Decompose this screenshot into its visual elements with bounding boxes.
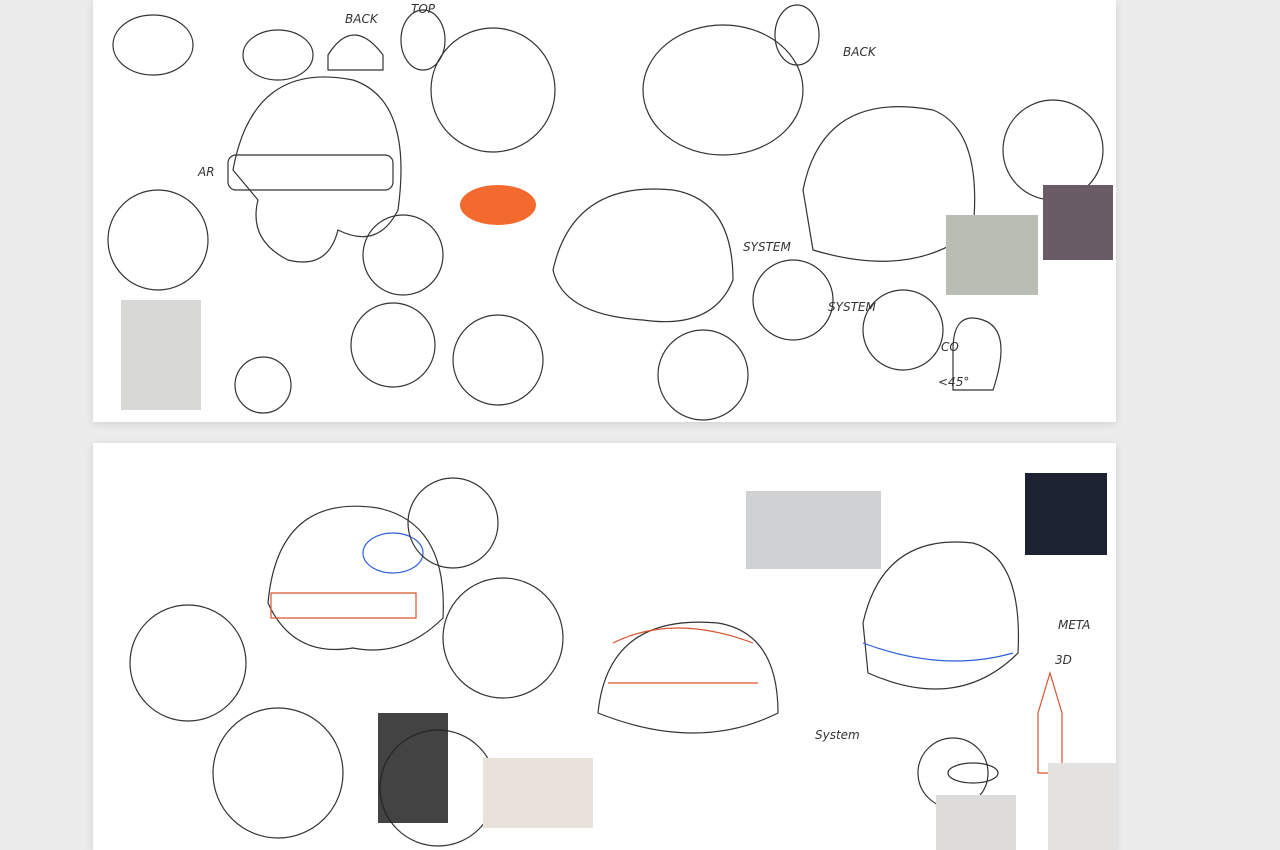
- sketch-main-helmet-ar: [232, 76, 402, 263]
- sketch-sheet-bottom: META 3D System: [93, 443, 1116, 850]
- helmet-sketches-bottom: [129, 477, 1063, 847]
- label-co: CO: [941, 340, 959, 354]
- sketch-detail-circle: [642, 24, 804, 156]
- sketch-center-helmet: [552, 188, 734, 323]
- sketch-ar-visor: [227, 154, 394, 191]
- sketch-right-helmet: [802, 106, 976, 262]
- label-system: System: [815, 728, 860, 742]
- label-angle: <45°: [938, 375, 970, 389]
- sketch-detail-circle: [430, 27, 556, 153]
- reference-photo-buckle: [378, 713, 448, 823]
- sketch-helmet-small: [242, 29, 314, 81]
- reference-photo-green-helmet: [946, 215, 1038, 295]
- sketch-planet: [947, 762, 999, 784]
- sketch-detail-circle: [234, 356, 292, 414]
- orange-helmet-photo: [460, 185, 536, 225]
- label-meta: META: [1058, 618, 1091, 632]
- sketch-face-system: [752, 259, 834, 341]
- sketch-small-helmet: [774, 4, 820, 66]
- sketch-detail-circle: [442, 577, 564, 699]
- sketch-character-helmet: [267, 505, 444, 651]
- sketch-blue-visor: [362, 532, 424, 574]
- sketch-detail-circle: [862, 289, 944, 371]
- sketch-detail-circle: [212, 707, 344, 839]
- sketch-red-grid: [608, 627, 758, 684]
- sketch-detail-circle: [107, 189, 209, 291]
- reference-photo-rockets: [1048, 763, 1116, 850]
- label-back: BACK: [345, 12, 378, 26]
- sketch-side-profile: [952, 317, 1002, 391]
- sketch-blue-lines: [862, 642, 1014, 662]
- sketch-detail-circle: [362, 214, 444, 296]
- reference-photo-robot: [1025, 473, 1107, 555]
- label-top: TOP: [411, 2, 436, 16]
- reference-photo-toys: [936, 795, 1016, 850]
- sketch-helmet-top-view: [112, 14, 194, 76]
- sketch-helmet-back: [327, 34, 384, 71]
- sketch-helmet-top: [400, 9, 446, 71]
- reference-photo-ar-headset: [746, 491, 881, 569]
- label-ar: AR: [198, 165, 215, 179]
- label-3d: 3D: [1055, 653, 1072, 667]
- sketch-sheet-top: AR BACK TOP BACK SYSTEM SYSTEM CO <45°: [93, 0, 1116, 422]
- sketch-detail-circle: [657, 329, 749, 421]
- sketch-cap-helmet: [597, 621, 779, 734]
- helmet-parts-photo: [121, 300, 201, 410]
- sketch-meta-helmet: [862, 541, 1020, 690]
- label-back: BACK: [843, 45, 876, 59]
- sketch-red-band: [270, 592, 417, 619]
- sketch-detail-circle: [452, 314, 544, 406]
- sketch-note-circle: [407, 477, 499, 569]
- sketch-rocket: [1037, 670, 1063, 774]
- label-system: SYSTEM: [828, 300, 876, 314]
- sketch-detail-circle: [350, 302, 436, 388]
- reference-photo-figures: [483, 758, 593, 828]
- helmet-sketches-top: [107, 4, 1104, 421]
- sketch-detail-circle: [129, 604, 247, 722]
- label-system: SYSTEM: [743, 240, 791, 254]
- reference-photo-space-helmet: [1043, 185, 1113, 260]
